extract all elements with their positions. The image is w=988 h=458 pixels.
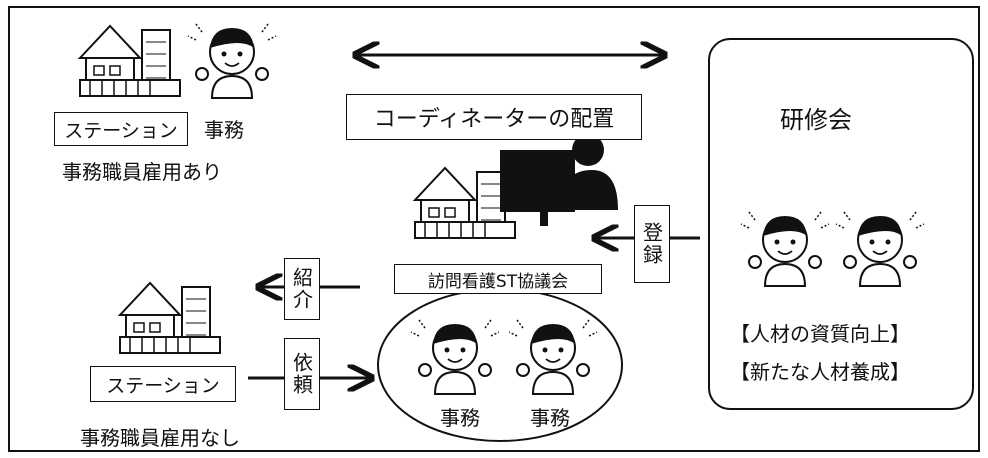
- top-clerk-person-icon: [187, 23, 277, 99]
- register-label: 登録: [634, 205, 670, 283]
- training-box: [708, 38, 974, 410]
- diagram-frame: [8, 6, 980, 452]
- training-goal-1: 【人材の資質向上】: [730, 322, 910, 346]
- training-title: 研修会: [780, 106, 852, 134]
- council-clerk-left-label: 事務: [440, 406, 480, 430]
- top-station-building-icon: [79, 25, 181, 97]
- coordinator-desk-icon: [500, 134, 618, 226]
- council-label: 訪問看護ST協議会: [394, 264, 602, 294]
- training-goal-2: 【新たな人材養成】: [730, 360, 910, 384]
- introduce-label: 紹介: [284, 258, 320, 320]
- request-label: 依頼: [284, 338, 320, 410]
- council-clerk-right-label: 事務: [530, 406, 570, 430]
- top-station-label: ステーション: [54, 112, 188, 146]
- bottom-station-caption: 事務職員雇用なし: [80, 426, 240, 450]
- coordinator-label: コーディネーターの配置: [346, 94, 642, 140]
- top-station-caption: 事務職員雇用あり: [62, 160, 222, 184]
- bottom-station-building-icon: [119, 282, 221, 354]
- top-clerk-label: 事務: [204, 118, 244, 142]
- bottom-station-label: ステーション: [90, 366, 236, 402]
